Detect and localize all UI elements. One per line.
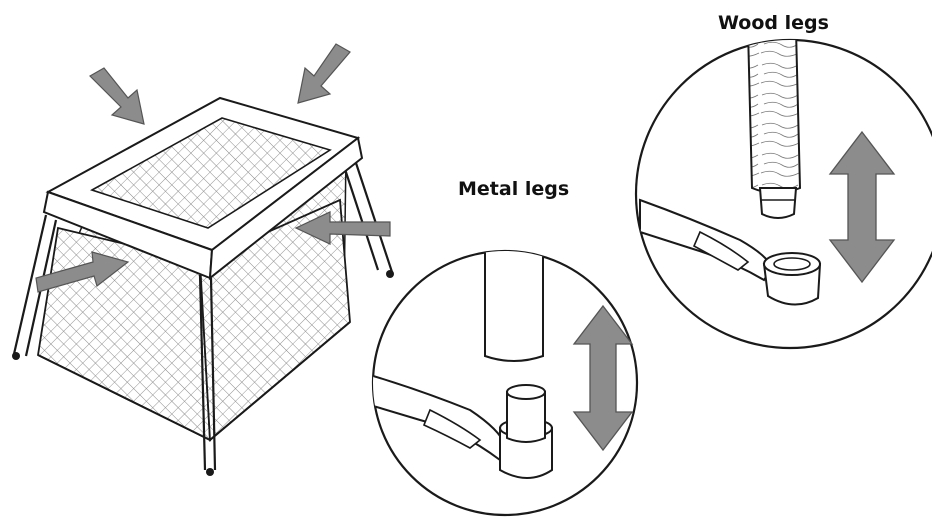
wood-legs-label: Wood legs — [718, 12, 829, 34]
crib-floor-edge — [37, 321, 351, 442]
wood-leg — [746, 40, 802, 194]
crib-top-rail — [42, 96, 364, 281]
metal-leg-detail — [371, 249, 639, 517]
crib-foot — [386, 270, 394, 278]
wood-leg-detail — [634, 38, 932, 350]
crib-overview — [12, 43, 394, 476]
metal-up-down-arrow — [572, 304, 634, 452]
metal-leg-peg — [506, 391, 546, 443]
arrow-left — [294, 211, 391, 245]
arrow-down-right — [89, 67, 145, 125]
press-arrows — [35, 43, 391, 293]
crib-foot — [12, 352, 20, 360]
metal-legs-label: Metal legs — [458, 178, 570, 200]
arrow-right — [35, 251, 130, 293]
arrow-down-left — [297, 43, 351, 104]
metal-leg-tube — [484, 251, 544, 362]
wood-up-down-arrow — [828, 130, 896, 284]
wood-leg-ferrule — [758, 187, 798, 219]
crib-foot — [206, 468, 214, 476]
